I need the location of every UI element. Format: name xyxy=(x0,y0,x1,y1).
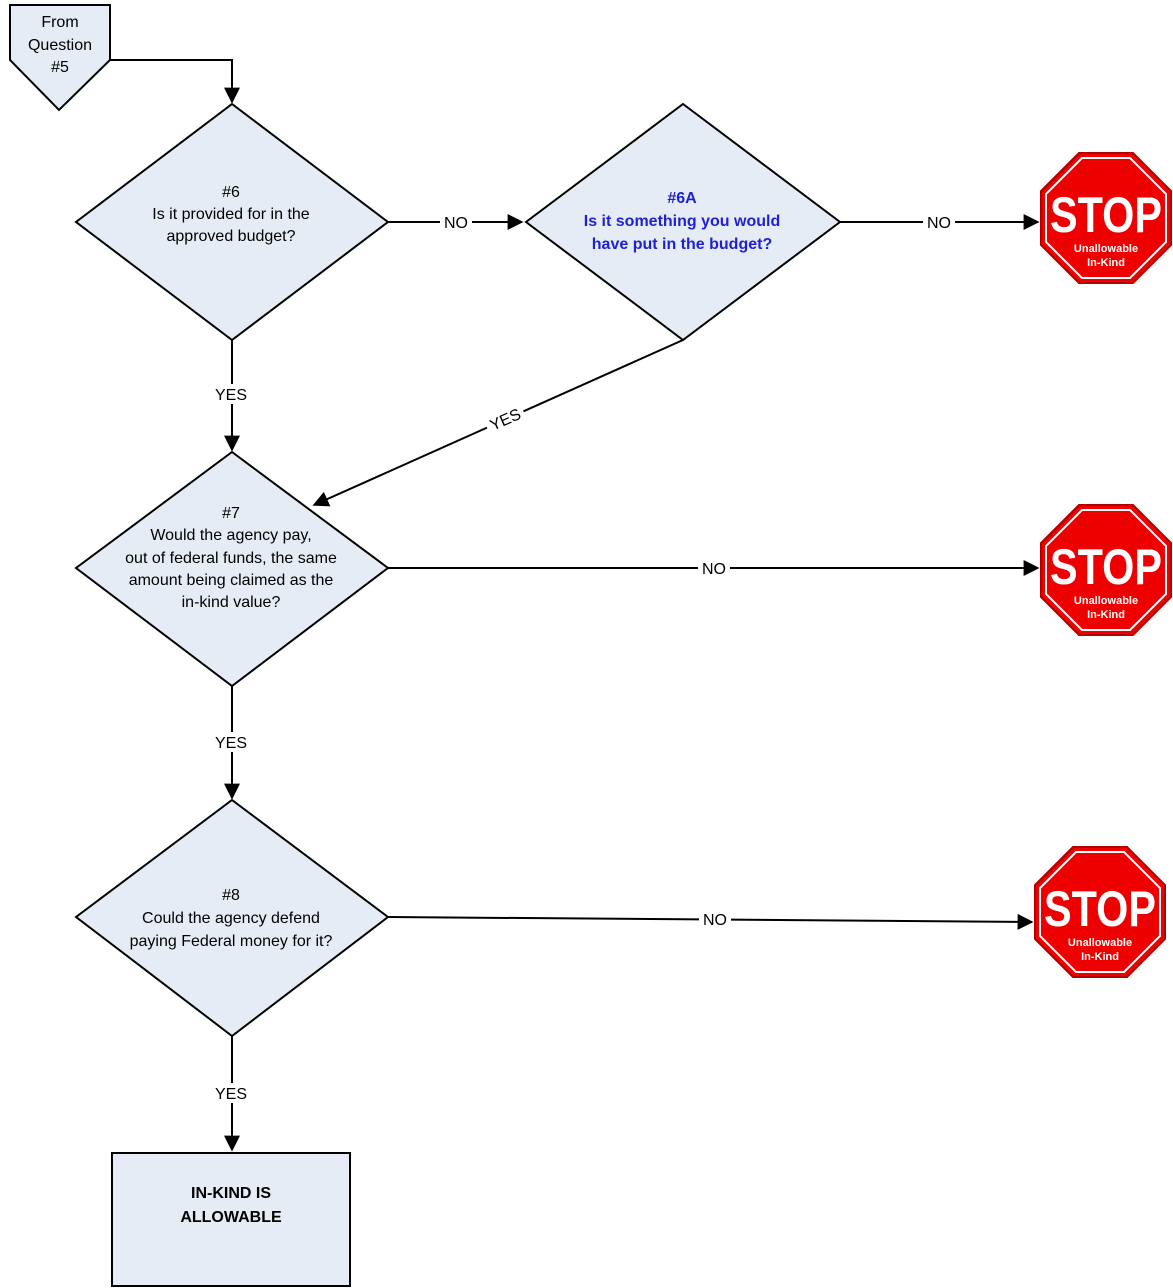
svg-text:In-Kind: In-Kind xyxy=(1087,257,1125,269)
stop-sign-icon: STOP Unallowable In-Kind xyxy=(1040,152,1172,284)
svg-text:in-kind value?: in-kind value? xyxy=(182,594,281,611)
svg-text:paying Federal money for it?: paying Federal money for it? xyxy=(130,933,333,950)
q7-no-label: NO xyxy=(702,561,726,578)
svg-text:Is it something you would: Is it something you would xyxy=(584,213,780,230)
svg-text:Unallowable: Unallowable xyxy=(1074,595,1138,607)
connector-start-to-q6 xyxy=(110,59,240,104)
svg-text:Question: Question xyxy=(28,37,92,54)
svg-text:#7: #7 xyxy=(222,505,240,522)
svg-text:In-Kind: In-Kind xyxy=(1081,951,1119,963)
svg-text:Could the agency defend: Could the agency defend xyxy=(142,910,320,927)
svg-text:STOP: STOP xyxy=(1050,187,1162,243)
svg-text:#6A: #6A xyxy=(667,190,697,207)
svg-text:STOP: STOP xyxy=(1044,881,1156,937)
svg-text:have put in the budget?: have put in the budget? xyxy=(592,236,772,253)
q8-no-label: NO xyxy=(703,912,727,929)
svg-text:STOP: STOP xyxy=(1050,539,1162,595)
svg-text:out of federal funds, the same: out of federal funds, the same xyxy=(125,550,337,567)
svg-text:ALLOWABLE: ALLOWABLE xyxy=(180,1209,282,1226)
decision-q6a: #6A Is it something you would have put i… xyxy=(524,102,842,342)
q7-yes-label: YES xyxy=(215,735,247,752)
svg-text:In-Kind: In-Kind xyxy=(1087,609,1125,621)
stop-sign-icon: STOP Unallowable In-Kind xyxy=(1040,504,1172,636)
q6-yes-label: YES xyxy=(215,387,247,404)
q6a-no-label: NO xyxy=(927,215,951,232)
q6a-yes-label: YES xyxy=(488,406,524,435)
decision-q8: #8 Could the agency defend paying Federa… xyxy=(74,798,390,1038)
svg-text:#6: #6 xyxy=(222,184,240,201)
svg-text:Unallowable: Unallowable xyxy=(1068,937,1132,949)
q6-no-label: NO xyxy=(444,215,468,232)
svg-text:approved budget?: approved budget? xyxy=(167,228,296,245)
start-connector: From Question #5 xyxy=(9,4,111,112)
result-allowable-box: IN-KIND IS ALLOWABLE xyxy=(111,1152,351,1287)
svg-text:Unallowable: Unallowable xyxy=(1074,243,1138,255)
decision-q7: #7 Would the agency pay, out of federal … xyxy=(74,450,390,688)
svg-text:Is it provided for in the: Is it provided for in the xyxy=(152,206,310,223)
svg-text:#5: #5 xyxy=(51,59,69,76)
svg-text:amount being claimed as the: amount being claimed as the xyxy=(129,572,334,589)
decision-q6: #6 Is it provided for in the approved bu… xyxy=(74,102,390,342)
svg-text:#8: #8 xyxy=(222,887,240,904)
stop-sign-icon: STOP Unallowable In-Kind xyxy=(1034,846,1166,978)
svg-text:Would the agency pay,: Would the agency pay, xyxy=(150,527,311,544)
svg-text:IN-KIND IS: IN-KIND IS xyxy=(191,1185,271,1202)
q8-yes-label: YES xyxy=(215,1086,247,1103)
svg-text:From: From xyxy=(41,14,78,31)
